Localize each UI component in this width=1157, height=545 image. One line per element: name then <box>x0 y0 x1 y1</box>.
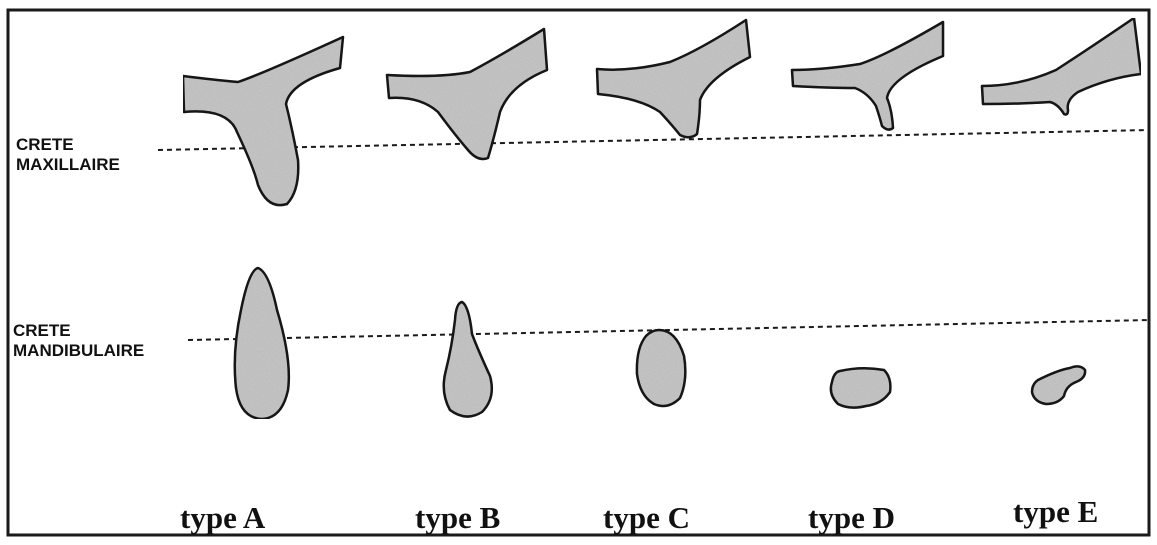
type-d-label: type D <box>808 500 895 536</box>
type-a-label: type A <box>180 500 265 536</box>
mandibular-crest-label: CRETE MANDIBULAIRE <box>13 321 144 361</box>
mandibular-label-line-2: MANDIBULAIRE <box>13 341 144 361</box>
maxillary-shape-type-a <box>183 37 343 205</box>
mandibular-shape-type-d <box>831 368 891 407</box>
maxillary-shape-type-e <box>982 18 1141 115</box>
figure-frame <box>8 10 1149 535</box>
maxillary-label-line-2: MAXILLAIRE <box>16 155 120 175</box>
maxillary-shape-type-c <box>597 20 750 137</box>
type-b-label: type B <box>415 500 500 536</box>
maxillary-crest-line <box>158 130 1150 150</box>
maxillary-crest-label: CRETE MAXILLAIRE <box>16 135 120 175</box>
maxillary-label-line-1: CRETE <box>16 135 120 155</box>
type-e-label: type E <box>1013 494 1098 530</box>
mandibular-shape-type-c <box>637 330 685 406</box>
maxillary-shape-type-d <box>792 22 943 130</box>
mandibular-label-line-1: CRETE <box>13 321 144 341</box>
mandibular-shape-type-e <box>1032 366 1085 404</box>
type-c-label: type C <box>603 500 690 536</box>
maxillary-shape-type-b <box>387 29 547 159</box>
mandibular-shape-type-a <box>235 268 289 419</box>
mandibular-shape-type-b <box>444 302 492 417</box>
